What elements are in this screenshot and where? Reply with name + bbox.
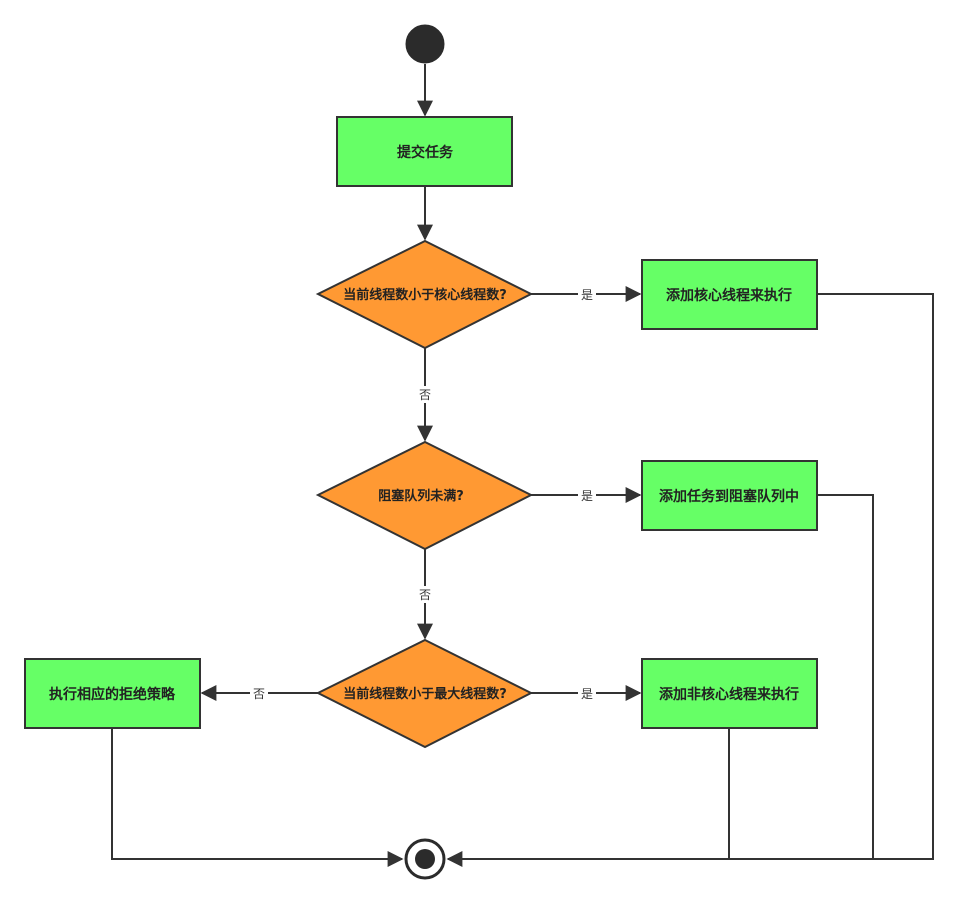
edge-label-queue-no: 否 [416,586,434,603]
edge-queue-to-end [818,494,874,859]
edge-core-thread-to-end [446,293,934,867]
reject-policy-node: 执行相应的拒绝策略 [24,658,201,729]
end-node [404,838,446,880]
add-to-queue-label: 添加任务到阻塞队列中 [659,488,799,505]
decision-max-label: 当前线程数小于最大线程数? [343,686,507,702]
edge-label-queue-yes: 是 [578,487,596,504]
reject-policy-label: 执行相应的拒绝策略 [49,686,176,703]
add-noncore-thread-node: 添加非核心线程来执行 [641,658,818,729]
submit-task-node: 提交任务 [336,116,513,187]
decision-queue-label: 阻塞队列未满? [378,488,464,504]
add-core-thread-node: 添加核心线程来执行 [641,259,818,330]
svg-text:是: 是 [581,288,593,302]
decision-queue-node: 阻塞队列未满? [315,440,534,551]
edge-label-core-yes: 是 [578,286,596,303]
start-node [405,24,445,64]
edge-label-max-no: 否 [250,685,268,702]
add-noncore-thread-label: 添加非核心线程来执行 [659,686,799,703]
decision-core-node: 当前线程数小于核心线程数? [315,239,534,350]
add-to-queue-node: 添加任务到阻塞队列中 [641,460,818,531]
decision-max-node: 当前线程数小于最大线程数? [315,638,534,749]
edge-label-core-no: 否 [416,386,434,403]
svg-text:否: 否 [419,388,431,402]
svg-text:否: 否 [419,588,431,602]
add-core-thread-label: 添加核心线程来执行 [666,287,792,304]
edge-reject-to-end [111,729,404,867]
edge-label-max-yes: 是 [578,685,596,702]
decision-core-label: 当前线程数小于核心线程数? [343,287,507,303]
svg-text:是: 是 [581,489,593,503]
svg-text:否: 否 [253,687,265,701]
submit-task-label: 提交任务 [397,144,454,161]
svg-text:是: 是 [581,687,593,701]
